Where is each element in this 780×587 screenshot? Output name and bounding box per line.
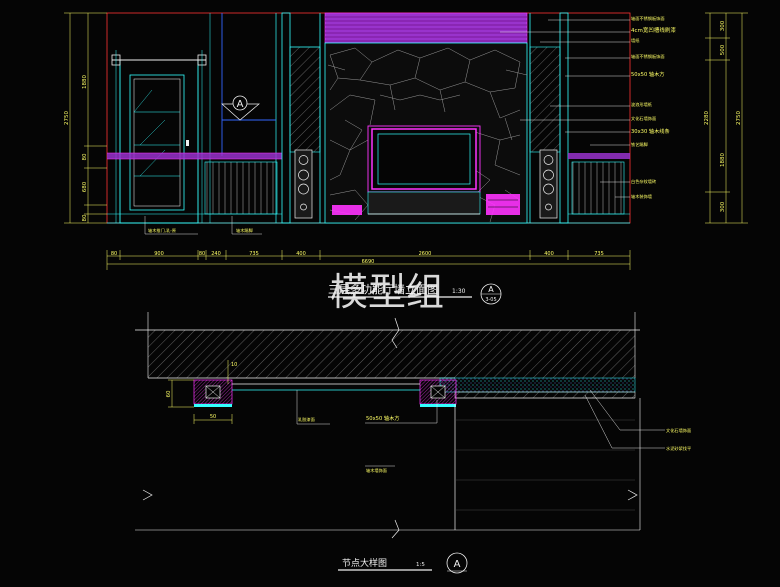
elevation-symbol-letter: A [488,285,494,294]
wood-block-right [419,379,457,407]
elevation-drawing: A [64,12,748,314]
dimension-text: 240 [211,251,221,257]
dimension-text: 2750 [736,111,742,125]
callout-label: 墙纸 [631,37,640,44]
callouts-bottom: 轴木推门,乳-原 轴木踢脚 [144,216,262,235]
av-equipment-left [332,205,362,215]
left-pillar [281,12,321,224]
dimension-text: 400 [544,251,554,257]
detail-title: 节点大样图 [342,557,387,569]
callout-leaders-right [500,19,630,198]
center-stone-wall [324,12,528,224]
callout-label: 轴木推门,乳-原 [148,227,176,234]
left-wall-panel [107,13,282,223]
view-marker-symbol: A [221,95,260,121]
dimension-text: 500 [720,44,726,55]
detail-callout-label: 轴木墙饰面 [366,467,387,474]
detail-callout-label: 文化石墙饰面 [666,427,691,434]
right-dimension-chain [705,12,748,224]
elevation-title: 三层多功能厅墙立面图 [328,282,438,296]
detail-drawing: 10 60 50 乳胶漆面 50x50 轴木方 轴木墙饰面 文化石墙饰面 水泥砂… [135,312,691,574]
left-speaker [294,149,313,219]
dimension-text: 300 [720,20,726,31]
dimension-text: 300 [720,201,726,212]
callout-label: 文化石墙饰面 [631,115,656,122]
right-wall-panel [568,153,630,215]
dimension-text: 80 [199,251,205,257]
dimension-text: 2600 [419,251,432,257]
tv-screen [371,128,477,190]
elevation-scale: 1:30 [452,288,466,295]
dimension-text: 1880 [82,75,88,89]
dimension-text: 80 [82,153,88,160]
bottom-dimension-chain [106,250,631,270]
detail-title-block: 节点大样图 1:5 A [338,552,468,574]
callout-label: 轴木装饰墙 [631,193,652,200]
wood-block-left [193,379,233,407]
dimension-text: 735 [594,251,604,257]
dimension-text: 6690 [362,259,375,265]
callout-label: 轴木踢脚 [236,227,253,234]
dimension-text: 10 [231,362,237,368]
callout-label: 白色杂纹墙砖 [631,178,656,185]
dimension-text: 2750 [64,111,70,125]
dimension-text: 900 [154,251,164,257]
stone-finish-strip [439,377,636,393]
callout-label: 轴面不锈钢板饰面 [631,15,665,22]
ceiling-slab [148,330,635,378]
dimension-text: 2280 [704,111,710,125]
dimension-text: 50 [210,414,216,420]
callout-label: 4cm宽凹槽线刷漆 [631,26,676,34]
callout-labels-right: 轴面不锈钢板饰面 4cm宽凹槽线刷漆 墙纸 轴面不锈钢板饰面 50x50 轴木方… [631,15,676,200]
right-pillar [529,12,569,224]
detail-callout-label: 水泥砂浆找平 [666,445,691,452]
dimension-text: 80 [82,214,88,221]
detail-callout-label: 乳胶漆面 [298,416,315,423]
dimension-text: 400 [296,251,306,257]
callout-label: 波浪形墙纸 [631,101,653,108]
callout-label: 50x50 轴木方 [631,70,664,78]
elevation-title-block: 三层多功能厅墙立面图 1:30 模型组 A 3-05 [328,270,502,314]
callout-label: 轴面不锈钢板饰面 [631,53,665,60]
dimension-text: 680 [82,181,88,192]
detail-dimensions [168,360,233,424]
av-equipment-right [486,194,520,215]
bottom-dimension-labels: 80 900 80 240 735 400 2600 400 735 6690 [111,251,604,265]
detail-callout-leaders [296,389,665,467]
left-dimension-chain [64,12,107,224]
elevation-symbol-ref: 3-05 [485,297,496,303]
dimension-text: 735 [249,251,259,257]
detail-symbol-letter: A [454,559,461,570]
dimension-text: 80 [111,251,117,257]
watermark-text: 模型组 [330,270,444,314]
door-panel [111,50,207,224]
right-speaker [539,149,558,219]
callout-label: 铁艺踢脚 [631,141,648,148]
dimension-text: 60 [166,390,172,397]
detail-scale: 1:5 [416,562,425,568]
detail-callout-label: 50x50 轴木方 [366,414,399,422]
view-marker-letter: A [237,99,244,110]
callout-label: 30x30 轴木线条 [631,127,670,135]
dimension-text: 1880 [720,153,726,167]
